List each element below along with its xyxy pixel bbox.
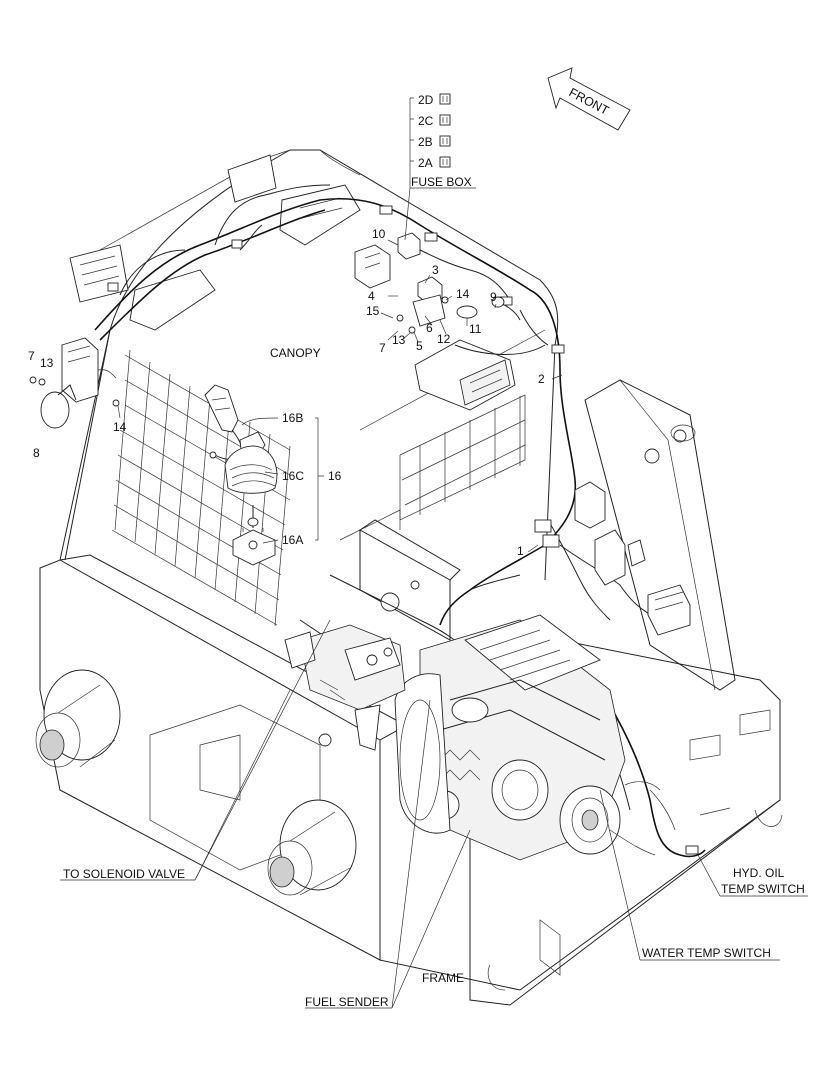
top-lights <box>69 154 516 411</box>
callout-5: 5 <box>416 339 423 353</box>
canopy-label: CANOPY <box>270 346 321 360</box>
joystick-assembly <box>204 384 278 566</box>
callout-2d: 2D <box>418 93 434 107</box>
callout-13-left: 13 <box>40 356 54 370</box>
callout-12: 12 <box>437 332 451 346</box>
temp-switch-label: TEMP SWITCH <box>721 882 805 896</box>
hyd-oil-label: HYD. OIL <box>733 866 785 880</box>
callout-11: 11 <box>469 322 482 336</box>
fuse-box-parts <box>354 93 505 334</box>
callout-2c: 2C <box>418 114 434 128</box>
fuse-box-label: FUSE BOX <box>411 175 472 189</box>
to-solenoid-valve-label: TO SOLENOID VALVE <box>63 867 185 881</box>
callout-16: 16 <box>328 469 342 483</box>
callout-16a: 16A <box>282 533 303 547</box>
frame-label: FRAME <box>422 971 464 985</box>
callout-labels: 2D 2C 2B 2A FUSE BOX 10 3 4 14 9 15 6 11… <box>28 93 805 1009</box>
callout-1: 1 <box>517 544 524 558</box>
callout-14-left: 14 <box>113 420 127 434</box>
callout-6: 6 <box>426 321 433 335</box>
callout-14-mid: 14 <box>456 287 470 301</box>
callout-15: 15 <box>366 304 380 318</box>
callout-10: 10 <box>372 227 386 241</box>
frame-body <box>35 554 783 1006</box>
callout-4: 4 <box>368 289 375 303</box>
leader-lines <box>60 97 808 1009</box>
horn-assembly <box>29 337 120 429</box>
callout-2a: 2A <box>418 156 433 170</box>
callout-3: 3 <box>432 263 439 277</box>
canopy-vent-grid <box>111 349 291 627</box>
callout-2: 2 <box>538 372 545 386</box>
engine-assembly <box>284 614 676 861</box>
callout-7-mid: 7 <box>379 341 386 355</box>
callout-16b: 16B <box>282 411 303 425</box>
callout-7-left: 7 <box>28 349 35 363</box>
front-arrow-icon: FRONT <box>547 67 631 131</box>
callout-2b: 2B <box>418 135 433 149</box>
water-temp-switch-label: WATER TEMP SWITCH <box>642 946 771 960</box>
callout-16c: 16C <box>282 469 304 483</box>
callout-8: 8 <box>33 446 40 460</box>
callout-13-mid: 13 <box>392 333 406 347</box>
callout-9: 9 <box>490 290 497 304</box>
fuel-sender-label: FUEL SENDER <box>305 995 389 1009</box>
